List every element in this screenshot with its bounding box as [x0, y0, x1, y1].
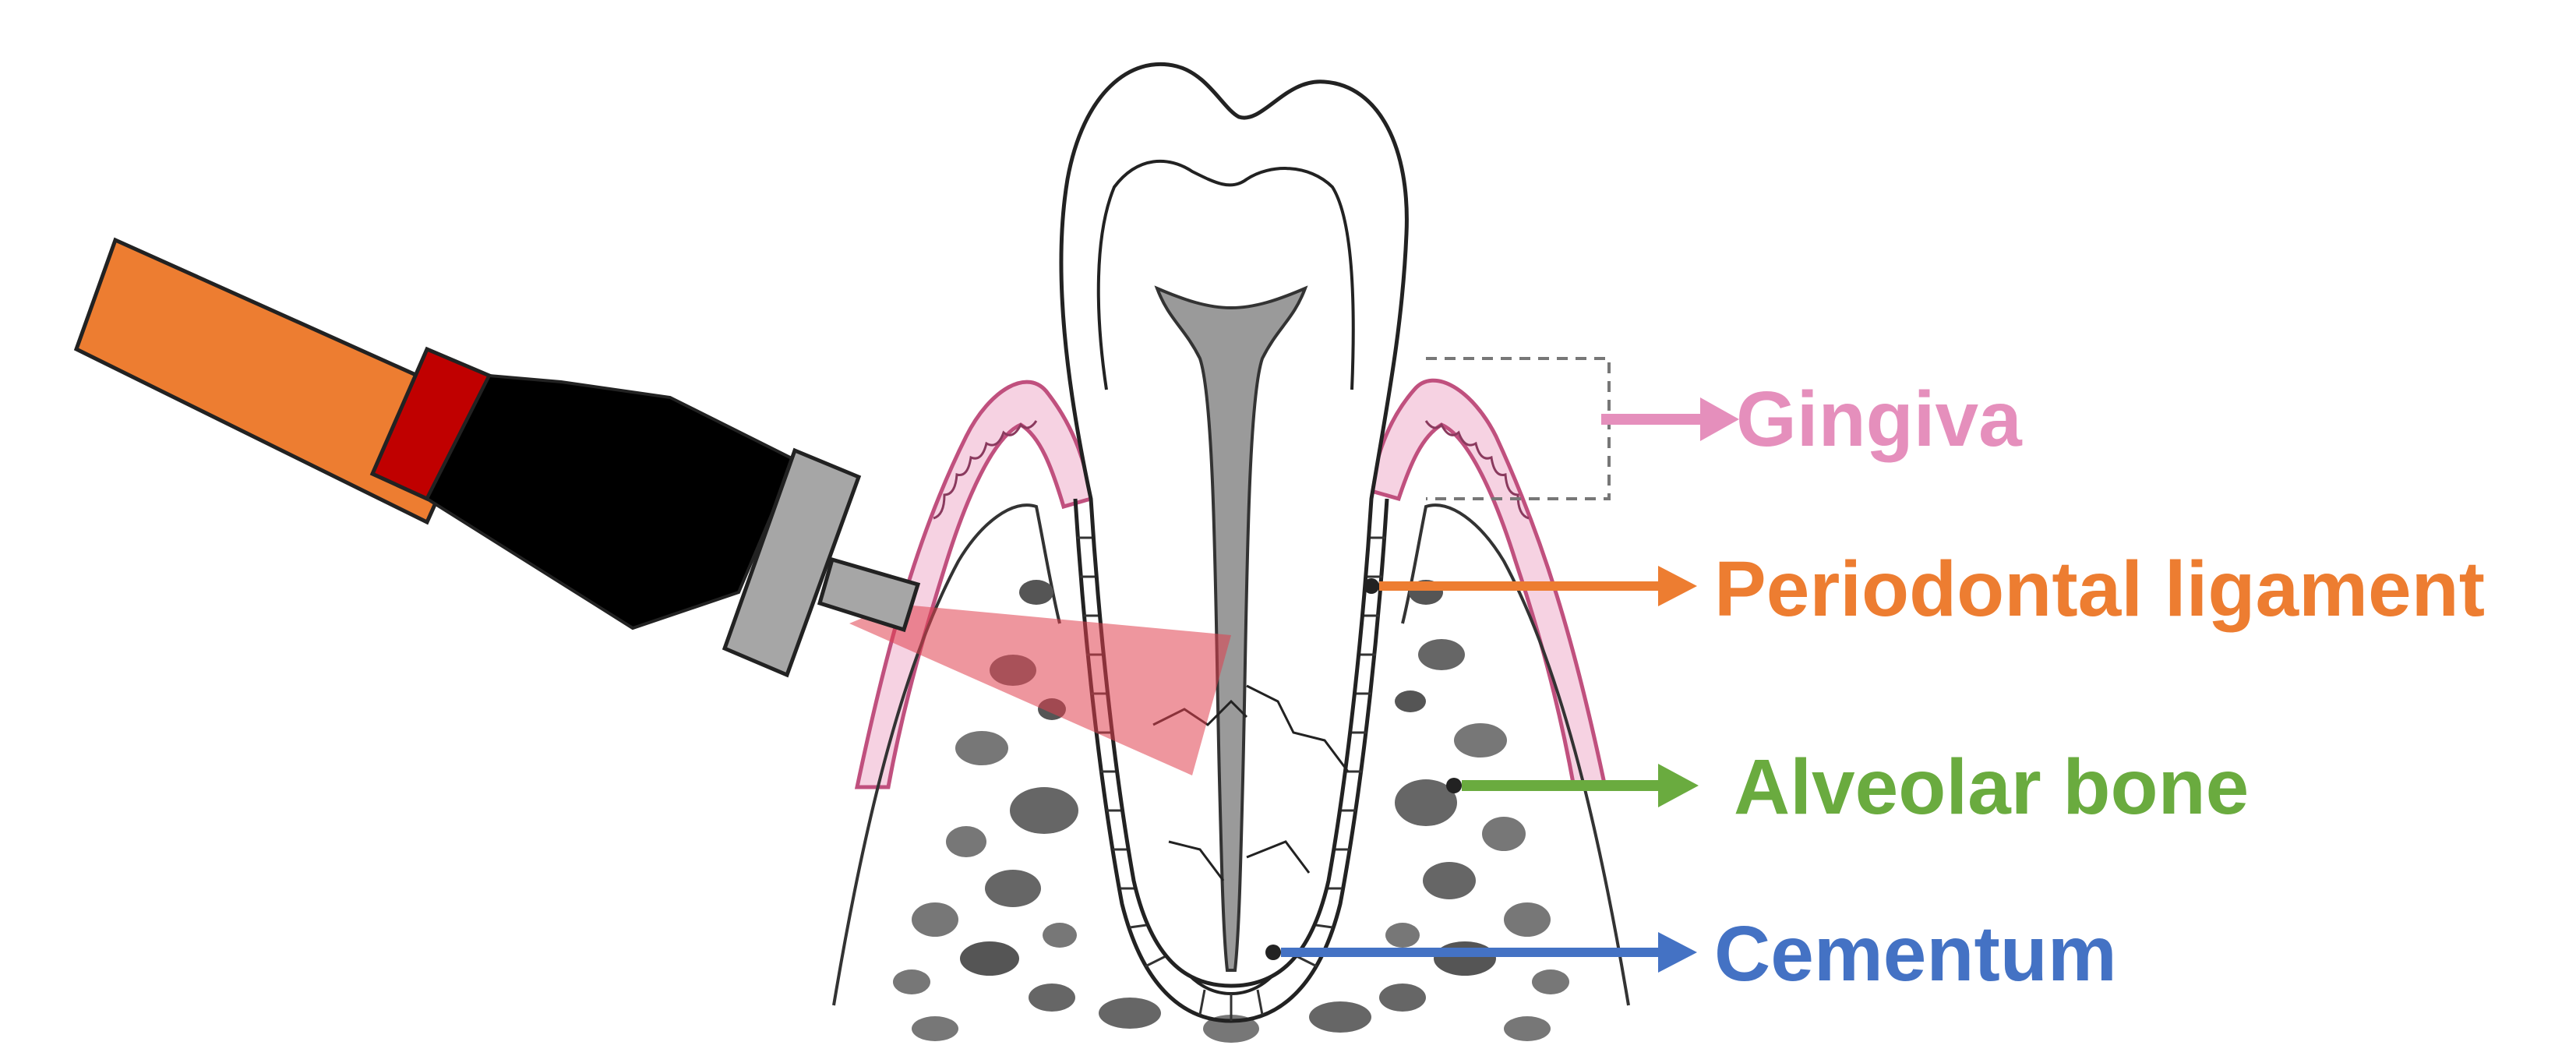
crack-right — [1246, 684, 1350, 772]
laser-device — [73, 237, 921, 678]
device-tip — [817, 556, 921, 633]
alveolar-arrowhead — [1658, 764, 1699, 807]
device-tip-collar — [722, 447, 862, 678]
pulp — [1154, 285, 1308, 972]
device-grip — [425, 373, 797, 630]
laser-beam — [849, 604, 1231, 775]
gingiva-right-wave — [1424, 420, 1530, 520]
gingiva-left-wave — [933, 420, 1038, 520]
label-cementum: Cementum — [1714, 910, 2117, 998]
gingiva-bracket — [1426, 357, 1611, 500]
bone-right-outline — [1401, 503, 1630, 1006]
label-periodontal-ligament: Periodontal ligament — [1714, 546, 2485, 633]
bone-left-outline — [832, 503, 1061, 1006]
label-gingiva: Gingiva — [1736, 376, 2023, 463]
cementum-arrowhead — [1658, 932, 1697, 973]
gingiva-arrowhead — [1700, 397, 1739, 441]
pdl-arrowhead — [1658, 566, 1697, 606]
device-body — [73, 237, 483, 525]
crack-lower — [1168, 840, 1311, 881]
label-alveolar-bone: Alveolar bone — [1734, 743, 2249, 831]
callouts — [1265, 397, 1739, 973]
enamel-dentin-junction — [1096, 159, 1355, 390]
